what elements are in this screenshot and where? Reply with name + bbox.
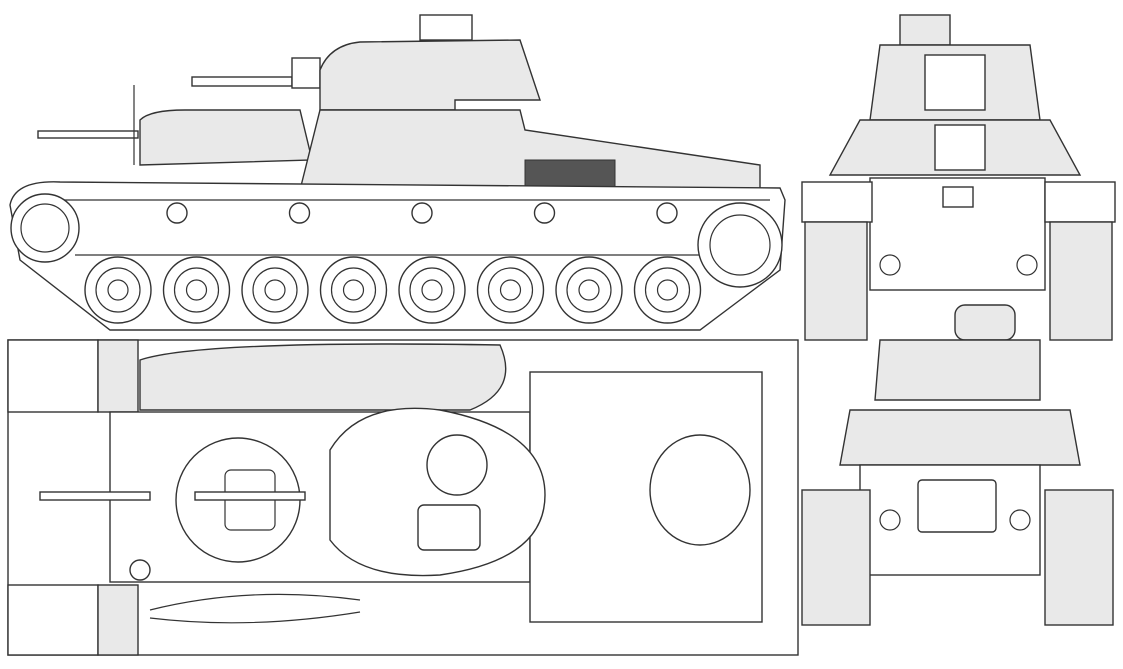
road-wheels (84, 256, 702, 324)
right-fender-front (1044, 181, 1116, 223)
track-guard-lines (40, 199, 770, 256)
front-right-fender (7, 584, 99, 656)
return-rollers (166, 202, 678, 224)
front-view (801, 14, 1116, 341)
sprocket-hub (709, 214, 771, 276)
rear-turret (874, 339, 1041, 401)
road-wheel-hub (409, 267, 455, 313)
engine-hatch (649, 434, 751, 546)
side-view (9, 14, 786, 331)
headlight (129, 559, 151, 581)
left-fender-front (801, 181, 873, 223)
return-roller (656, 202, 678, 224)
front-hatch (942, 186, 974, 208)
road-wheel-hub (578, 279, 600, 301)
front-lower-mantlet (934, 124, 986, 171)
road-wheel-hub (656, 279, 679, 301)
tow-hook-left (879, 254, 901, 276)
road-wheel-hub (644, 267, 691, 313)
return-roller (288, 202, 311, 224)
main-turret-top (329, 407, 546, 577)
idler-hub (20, 203, 70, 253)
front-gun-top (39, 491, 151, 501)
tow-hook-right (1016, 254, 1038, 276)
tow-cables (149, 593, 361, 624)
road-wheel (84, 256, 152, 324)
right-track-front (1049, 221, 1113, 341)
main-turret (319, 39, 541, 111)
main-gun-top (194, 491, 306, 501)
road-wheel-hub (95, 267, 141, 313)
rear-hook-left (879, 509, 901, 531)
road-wheel-hub (330, 267, 377, 313)
road-wheel-hub (185, 279, 208, 301)
road-wheel-hub (264, 279, 286, 301)
road-wheel-hub (173, 267, 220, 313)
right-track-top (97, 584, 139, 656)
left-track-rear (801, 489, 871, 626)
left-track-top (97, 339, 139, 413)
cupola-top (426, 434, 488, 496)
road-wheel (241, 256, 309, 324)
road-wheel (162, 256, 231, 324)
road-wheel-hub (342, 279, 365, 301)
return-roller (533, 202, 556, 224)
commander-cupola (419, 14, 473, 41)
front-mantlet (924, 54, 986, 111)
road-wheel-hub (252, 267, 298, 313)
road-wheel-hub (107, 279, 129, 301)
return-roller (411, 202, 433, 224)
road-wheel (398, 256, 466, 324)
return-roller (166, 202, 188, 224)
road-wheel (555, 256, 623, 324)
rear-engine-deck (839, 409, 1081, 466)
right-track-rear (1044, 489, 1114, 626)
front-turret (139, 109, 313, 166)
left-track-front (804, 221, 868, 341)
engine-grille (524, 159, 616, 191)
main-turret-hatch (417, 504, 481, 551)
rear-hook-right (1009, 509, 1031, 531)
gun-mantlet (291, 57, 321, 89)
front-turret-gun (37, 130, 139, 139)
rear-view (801, 304, 1114, 626)
rear-cupola (954, 304, 1016, 341)
front-left-fender (7, 339, 99, 413)
road-wheel-hub (566, 267, 612, 313)
road-wheel (633, 256, 702, 324)
road-wheel-hub (421, 279, 443, 301)
top-view (7, 339, 799, 656)
main-turret-gun (191, 76, 293, 87)
rear-hatch (917, 479, 997, 533)
road-wheel-hub (499, 279, 522, 301)
front-cupola (899, 14, 951, 46)
road-wheel (319, 256, 388, 324)
road-wheel (476, 256, 545, 324)
tarp-roll (139, 343, 507, 411)
road-wheel-hub (487, 267, 534, 313)
